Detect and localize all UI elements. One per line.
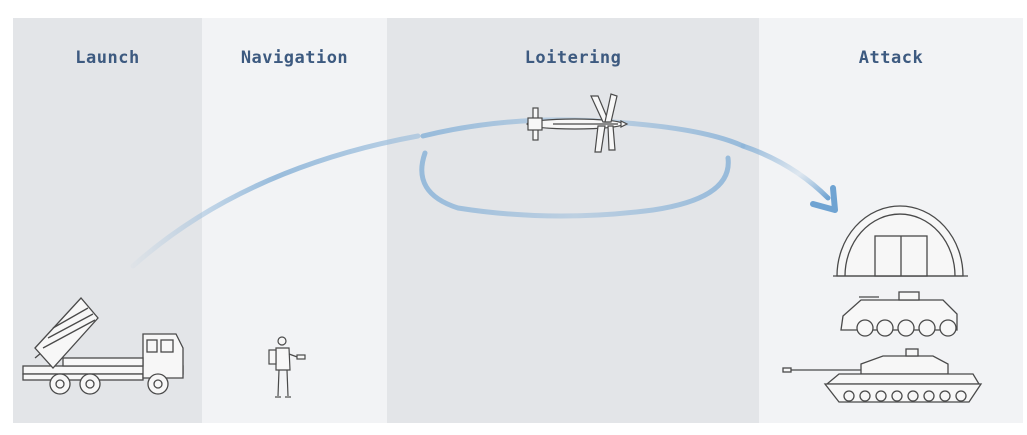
phase-title-navigation: Navigation: [240, 48, 349, 68]
armored-vehicle-target-icon: [840, 291, 958, 337]
phase-title-loitering: Loitering: [524, 48, 622, 68]
flight-path-dive: [740, 143, 831, 201]
phase-diagram: Launch Navigation Loitering Attack: [13, 18, 1023, 423]
ground-operator-icon: [268, 336, 306, 398]
tank-target-icon: [782, 348, 983, 403]
phase-title-attack: Attack: [858, 48, 924, 68]
rocket-launcher-truck-icon: [22, 297, 184, 395]
flight-path-ascent: [130, 133, 421, 269]
dive-arrow-icon: [810, 185, 838, 213]
phase-panel-loitering: Loitering: [387, 18, 759, 423]
hangar-target-icon: [833, 205, 968, 277]
loitering-drone-icon: [526, 93, 629, 153]
illustration-layer: [22, 93, 983, 403]
phase-title-launch: Launch: [75, 48, 140, 68]
flight-path: [130, 117, 838, 269]
flight-path-loiter-bottom: [419, 150, 731, 219]
